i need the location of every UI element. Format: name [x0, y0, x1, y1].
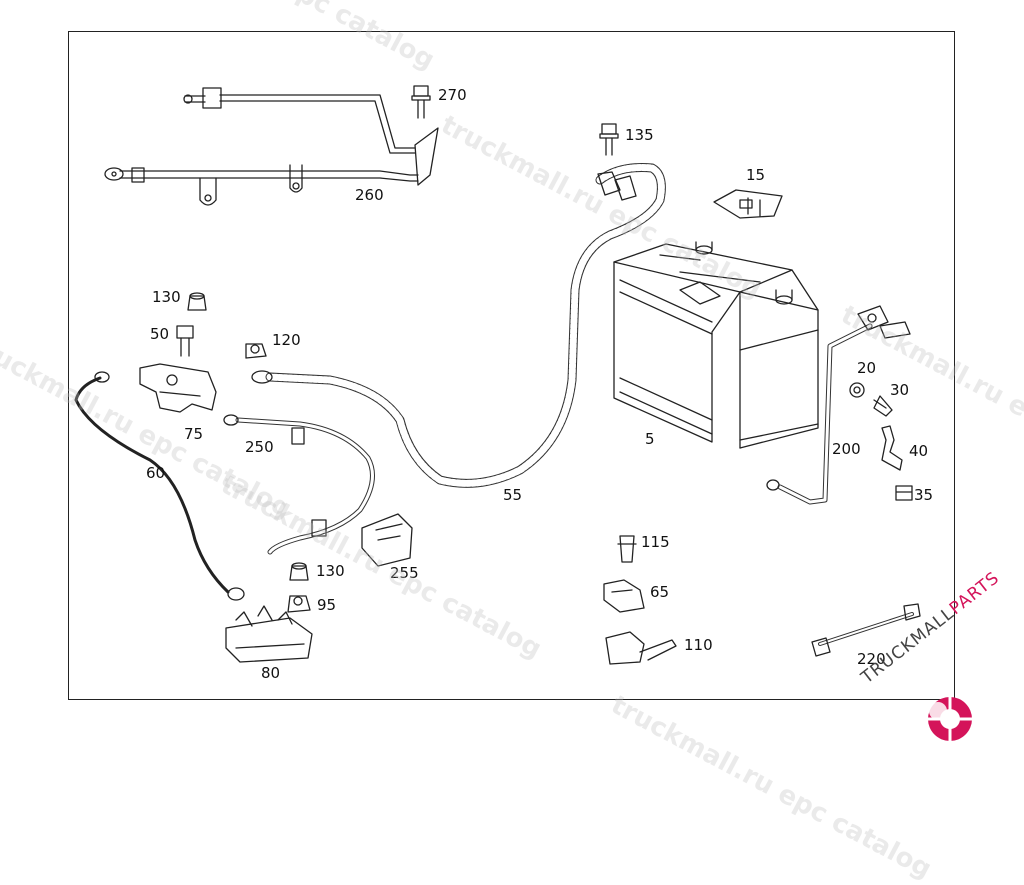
part-label-50: 50: [150, 325, 170, 343]
part-label-220: 220: [857, 650, 886, 668]
part-label-60: 60: [146, 464, 166, 482]
part-label-130-top: 130: [152, 288, 181, 306]
part-label-15: 15: [746, 166, 766, 184]
part-label-30: 30: [890, 381, 910, 399]
part-label-130-lower: 130: [316, 562, 345, 580]
part-label-35: 35: [914, 486, 934, 504]
bolt-270[interactable]: [411, 85, 431, 119]
diagram-frame: [68, 31, 955, 700]
cable-55[interactable]: [251, 163, 666, 488]
nut-95[interactable]: [287, 595, 311, 613]
cable-260[interactable]: [104, 87, 439, 206]
part-label-110: 110: [684, 636, 713, 654]
part-label-80: 80: [261, 664, 281, 682]
nut-30[interactable]: [849, 382, 865, 398]
part-label-115: 115: [641, 533, 670, 551]
cable-60[interactable]: [74, 371, 245, 601]
cable-200[interactable]: [766, 305, 911, 505]
terminal-75[interactable]: [139, 363, 217, 413]
part-label-200: 200: [832, 440, 861, 458]
part-label-135: 135: [625, 126, 654, 144]
part-label-255: 255: [390, 564, 419, 582]
hose-40[interactable]: [881, 425, 903, 471]
part-115[interactable]: [617, 535, 637, 563]
connector-255[interactable]: [361, 513, 413, 567]
fusebox-80[interactable]: [225, 605, 313, 663]
battery-5[interactable]: [613, 241, 819, 449]
bolt-30[interactable]: [873, 395, 893, 417]
bracket-65[interactable]: [603, 579, 645, 613]
part-label-120: 120: [272, 331, 301, 349]
part-label-270: 270: [438, 86, 467, 104]
truckmall-logo: [928, 697, 972, 741]
part-label-75: 75: [184, 425, 204, 443]
part-label-250: 250: [245, 438, 274, 456]
part-label-20: 20: [857, 359, 877, 377]
part-label-40: 40: [909, 442, 929, 460]
part-label-65: 65: [650, 583, 670, 601]
part-label-260: 260: [355, 186, 384, 204]
part-label-5: 5: [645, 430, 655, 448]
cap-130-lower[interactable]: [289, 562, 309, 581]
cap-130-top[interactable]: [187, 292, 207, 311]
holder-110[interactable]: [605, 631, 677, 665]
cover-15[interactable]: [713, 189, 783, 219]
part-label-55: 55: [503, 486, 523, 504]
nut-120[interactable]: [245, 343, 267, 359]
nut-35[interactable]: [895, 485, 913, 501]
parts-diagram: [74, 85, 921, 665]
rod-220[interactable]: [811, 603, 921, 657]
cable-250[interactable]: [223, 414, 375, 555]
bolt-50[interactable]: [176, 325, 194, 357]
bolt-135[interactable]: [599, 123, 619, 156]
part-label-95: 95: [317, 596, 337, 614]
